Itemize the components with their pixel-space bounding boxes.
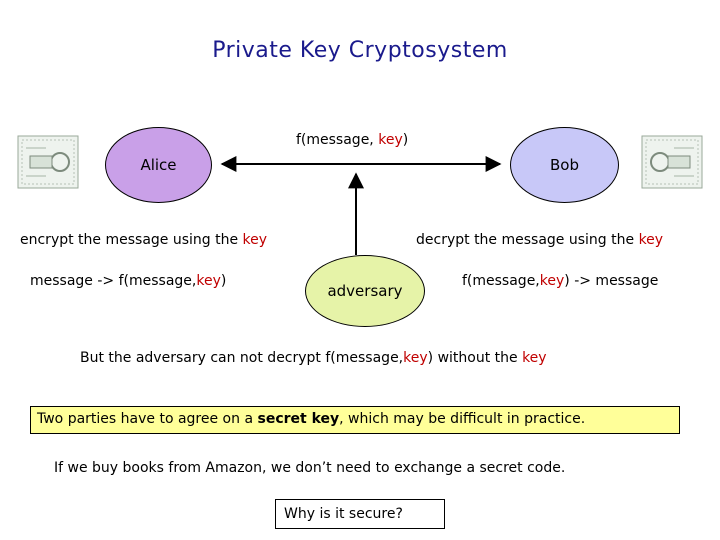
encrypt-description-text: encrypt the message using the	[20, 232, 243, 248]
adversary-note-key1: key	[403, 350, 428, 366]
question-box: Why is it secure?	[275, 499, 445, 529]
channel-label-prefix: f(message,	[296, 132, 379, 148]
alice-node: Alice	[105, 127, 212, 203]
decrypt-formula-key: key	[539, 273, 565, 289]
channel-label: f(message, key)	[296, 132, 408, 148]
encrypt-description-key: key	[242, 232, 268, 248]
lock-icon	[641, 135, 703, 189]
encrypt-description: encrypt the message using the key	[20, 232, 267, 248]
adversary-note: But the adversary can not decrypt f(mess…	[80, 350, 547, 366]
adversary-note-part1: But the adversary can not decrypt f(mess…	[80, 350, 404, 366]
lock-icon	[17, 135, 79, 189]
agreement-note-bold: secret key	[257, 411, 340, 427]
decrypt-formula-prefix: f(message,	[462, 273, 540, 289]
encrypt-formula-prefix: message -> f(message,	[30, 273, 197, 289]
amazon-note: If we buy books from Amazon, we don’t ne…	[54, 460, 566, 476]
alice-label: Alice	[140, 156, 177, 174]
agreement-note: Two parties have to agree on a secret ke…	[30, 406, 680, 434]
decrypt-description-key: key	[638, 232, 664, 248]
decrypt-formula-suffix: ) -> message	[564, 273, 659, 289]
agreement-note-part1: Two parties have to agree on a	[37, 411, 258, 427]
agreement-note-part2: , which may be difficult in practice.	[339, 411, 586, 427]
encrypt-formula: message -> f(message,key)	[30, 273, 226, 289]
adversary-node: adversary	[305, 255, 425, 327]
encrypt-formula-key: key	[196, 273, 221, 289]
channel-label-suffix: )	[402, 132, 409, 148]
page-title: Private Key Cryptosystem	[212, 38, 508, 63]
adversary-note-key2: key	[522, 350, 547, 366]
adversary-note-part2: ) without the	[427, 350, 523, 366]
bob-label: Bob	[550, 156, 579, 174]
channel-label-key: key	[378, 132, 403, 148]
bob-node: Bob	[510, 127, 619, 203]
decrypt-description: decrypt the message using the key	[416, 232, 663, 248]
decrypt-formula: f(message,key) -> message	[462, 273, 658, 289]
decrypt-description-text: decrypt the message using the	[416, 232, 639, 248]
adversary-label: adversary	[327, 282, 403, 300]
encrypt-formula-suffix: )	[220, 273, 227, 289]
